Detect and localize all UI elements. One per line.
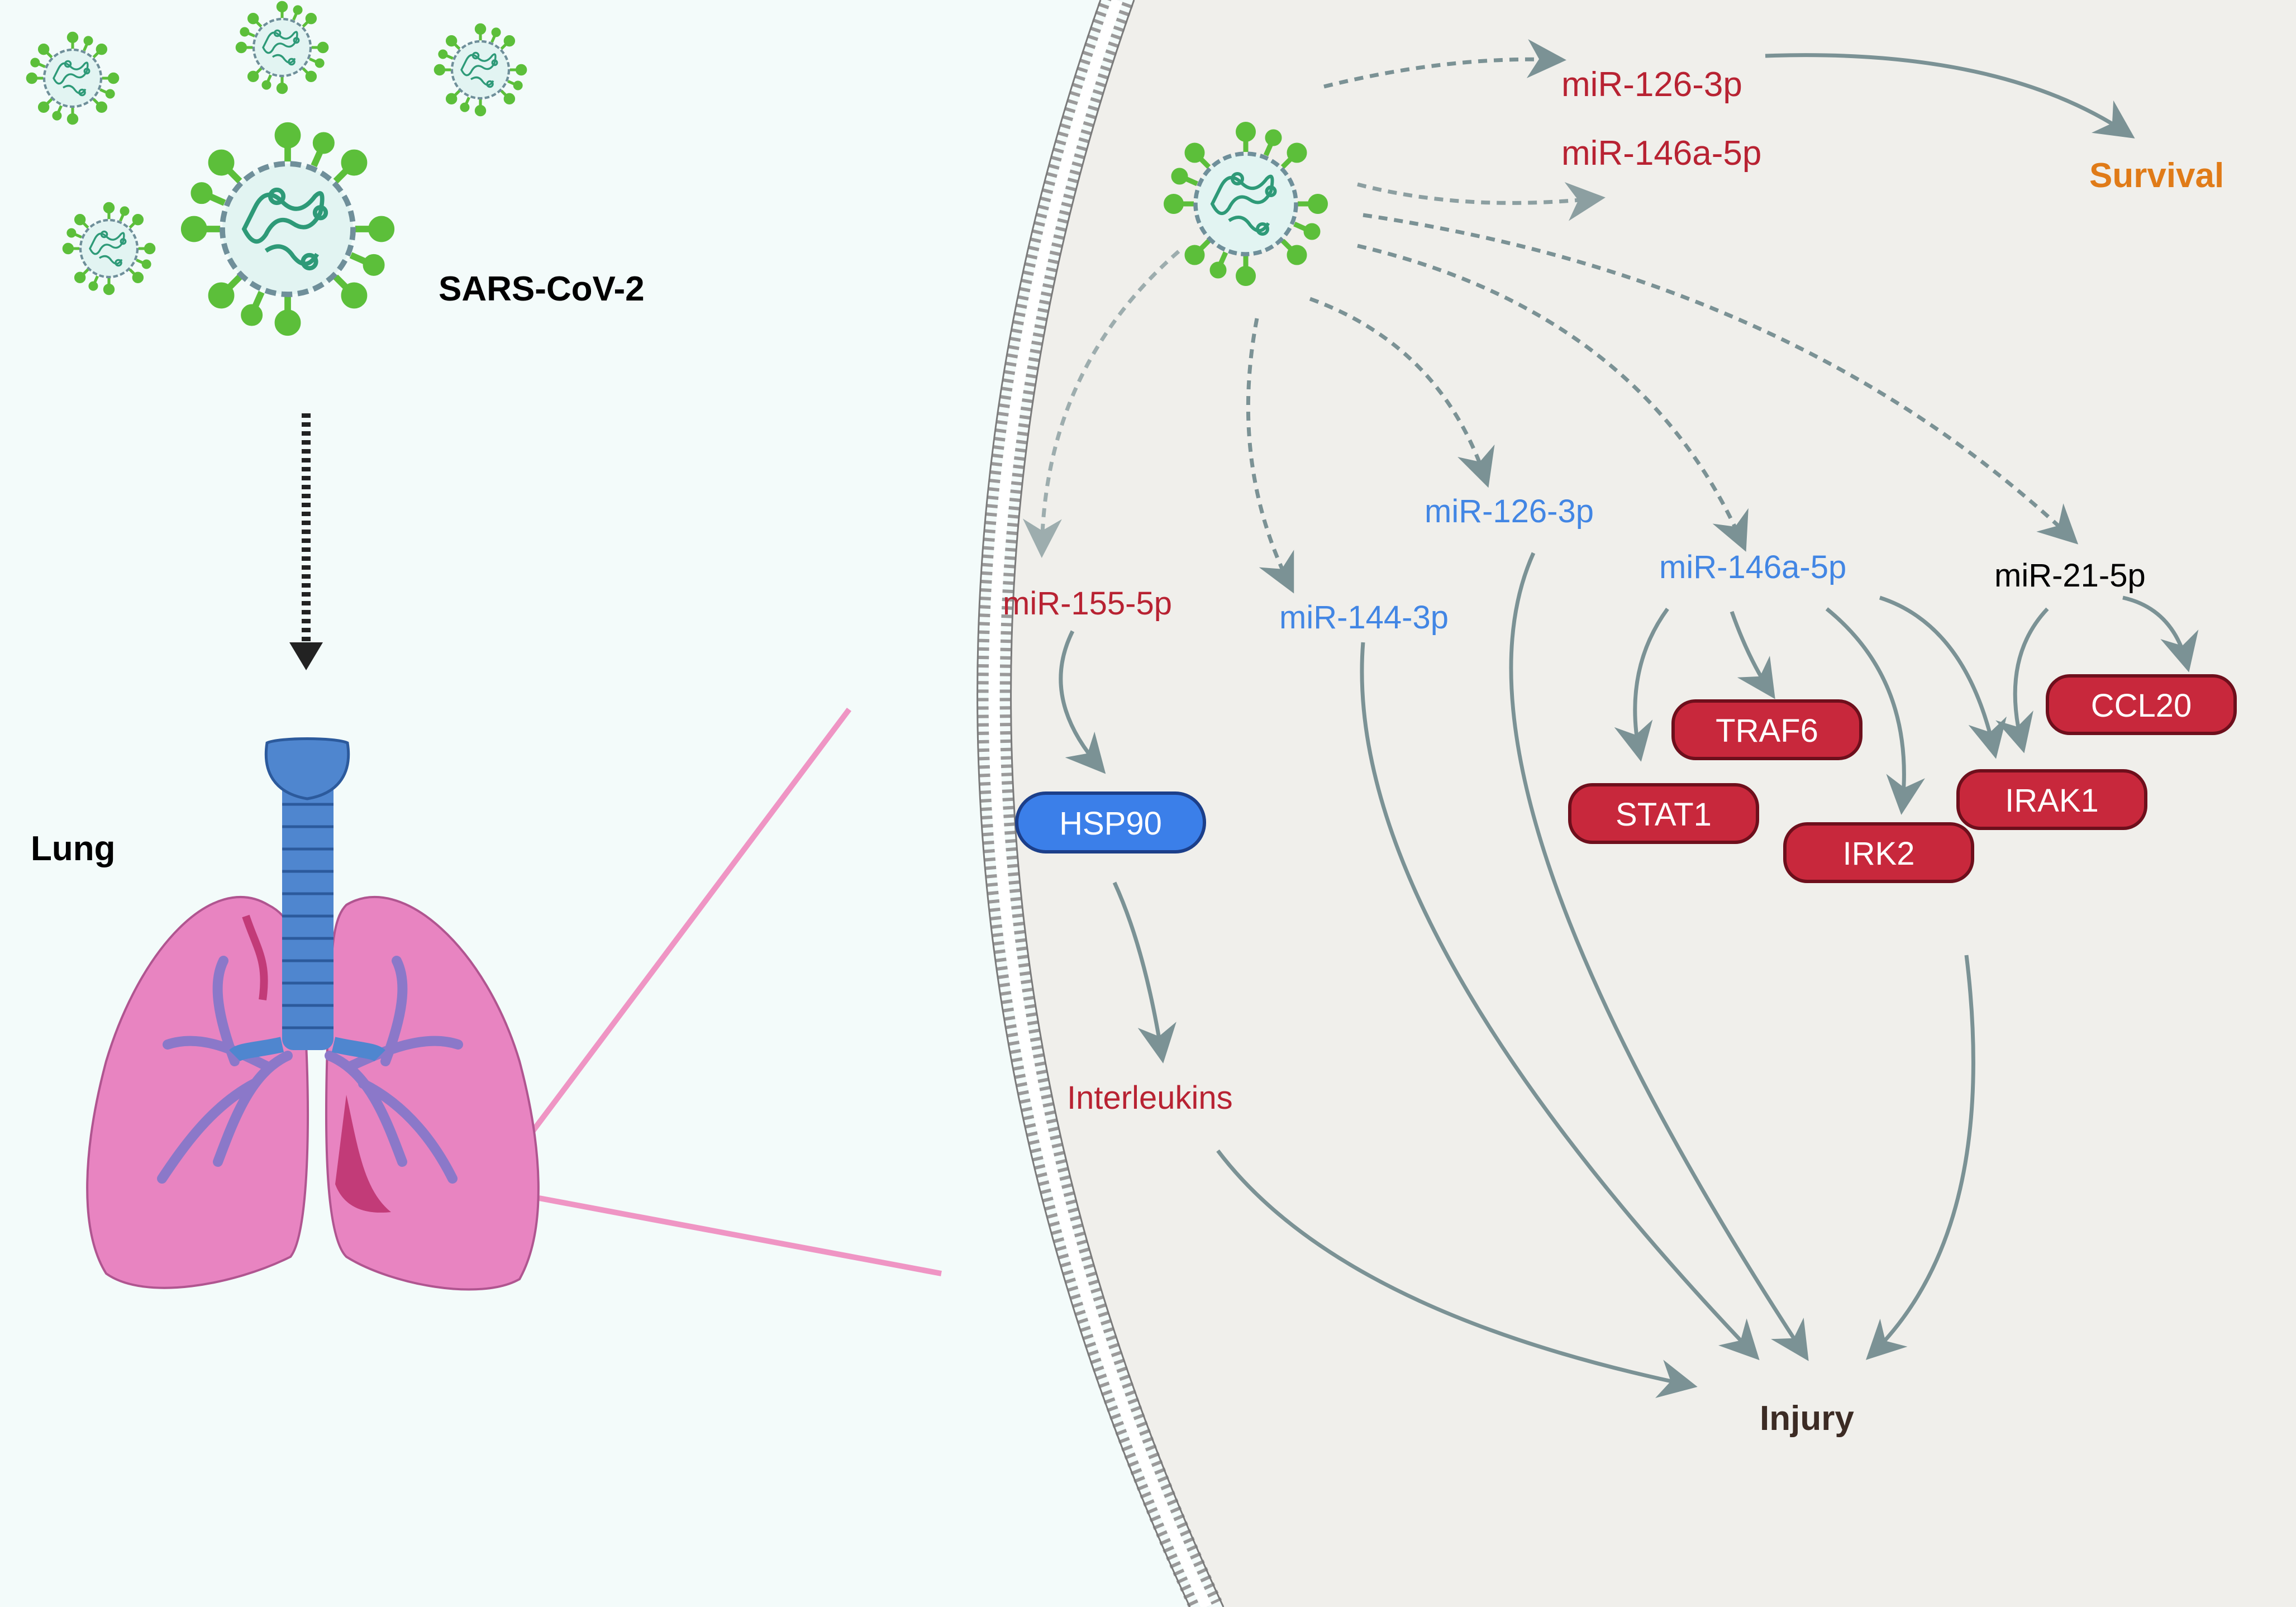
virus-label: SARS-CoV-2 — [439, 270, 645, 308]
mir126-label: miR-126-3p — [1425, 493, 1594, 530]
mir21-label: miR-21-5p — [1994, 557, 2146, 594]
mir146-label: miR-146a-5p — [1659, 549, 1846, 585]
pathway-arrows — [1022, 39, 2199, 1398]
arrow-mir21-ccl20 — [2122, 595, 2199, 673]
mir144-label: miR-144-3p — [1279, 599, 1449, 636]
irak1-label: IRAK1 — [2005, 783, 2099, 819]
arrow-virus-mir21 — [1363, 213, 2079, 545]
arrow-mir146-irk2 — [1825, 607, 1925, 815]
zoom-line-bottom — [539, 1195, 942, 1276]
arrow-mir146-stat1 — [1614, 607, 1669, 762]
arrow-virus-mir144 — [1246, 318, 1294, 594]
up-mir146-label: miR-146a-5p — [1561, 134, 1761, 173]
stat1-pill — [1568, 783, 1759, 844]
traf6-label: TRAF6 — [1716, 713, 1818, 749]
target-pills — [1015, 674, 2237, 883]
membrane-icon — [976, 0, 1225, 1607]
arrow-mir21-irak1 — [1995, 607, 2049, 754]
mir155-label: miR-155-5p — [1003, 585, 1172, 622]
arrow-virus-up-mir126 — [1323, 39, 1566, 89]
ccl20-label: CCL20 — [2091, 688, 2192, 724]
arrow-mir144-injury — [1360, 642, 1760, 1361]
arrow-mir126-survival — [1765, 53, 2135, 139]
zoom-line-top — [528, 708, 851, 1136]
infection-arrow-head — [289, 642, 323, 670]
virus-icon — [64, 203, 154, 294]
hsp90-pill — [1015, 791, 1206, 853]
irk2-pill — [1783, 822, 1974, 883]
irk2-label: IRK2 — [1843, 836, 1915, 872]
arrow-mir126-injury — [1509, 552, 1809, 1361]
organ-label: Lung — [31, 829, 116, 868]
injury-label: Injury — [1760, 1399, 1854, 1438]
arrow-mir146-irak1 — [1879, 595, 2007, 759]
arrow-virus-mir126 — [1309, 297, 1495, 488]
interleukins-label: Interleukins — [1067, 1080, 1233, 1116]
hsp90-label: HSP90 — [1059, 805, 1162, 842]
survival-label: Survival — [2089, 156, 2224, 195]
irak1-pill — [1956, 769, 2147, 830]
arrow-interleukins-injury — [1216, 1149, 1698, 1398]
ccl20-pill — [2046, 674, 2237, 735]
virus-icon — [237, 2, 327, 93]
arrow-virus-mir146 — [1357, 244, 1749, 552]
arrow-virus-up-mir146 — [1357, 182, 1606, 221]
arrow-virus-mir155 — [1022, 250, 1180, 558]
traf6-pill — [1671, 699, 1862, 760]
lung-icon — [86, 737, 540, 1291]
virus-icon — [435, 25, 526, 115]
arrow-irk2-injury — [1865, 955, 1975, 1360]
virus-icon — [27, 33, 118, 123]
virus-icon — [1166, 125, 1326, 284]
stat1-label: STAT1 — [1616, 797, 1712, 833]
arrow-hsp90-interleukins — [1112, 881, 1176, 1064]
up-mir126-label: miR-126-3p — [1561, 65, 1742, 104]
arrow-mir155-hsp90 — [1059, 630, 1106, 774]
arrow-mir146-traf6 — [1730, 611, 1775, 699]
virus-icon — [184, 126, 392, 333]
